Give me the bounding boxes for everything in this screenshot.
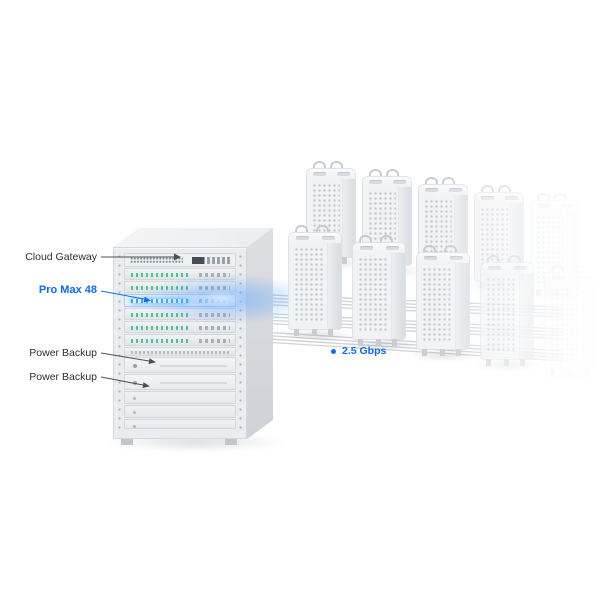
- tower-top: [352, 242, 406, 254]
- label-pro-max-48: Pro Max 48: [38, 284, 97, 296]
- handle-slot: [392, 180, 406, 184]
- label-cloud-gateway: Cloud Gateway: [25, 251, 97, 263]
- rack-foot: [225, 439, 237, 445]
- tower-handle-icon: [316, 225, 329, 234]
- rack-top-face: [113, 228, 273, 247]
- tower-handle-icon: [386, 169, 399, 178]
- tower-foot: [312, 329, 317, 336]
- rack-unit-patch: [124, 347, 236, 356]
- tower: [298, 161, 368, 269]
- tower-foot: [422, 349, 427, 356]
- tower-body: [306, 179, 356, 258]
- rack-rail-left: [117, 252, 122, 430]
- vent-perforation: [294, 247, 325, 323]
- tower-foot: [376, 339, 381, 346]
- rack-foot: [121, 439, 133, 445]
- vent-perforation: [358, 257, 389, 333]
- handle-slot: [295, 236, 309, 240]
- tower-body: [288, 243, 342, 330]
- leader-line-cloud-gateway: [101, 253, 181, 261]
- handle-slot: [321, 236, 335, 240]
- tower-foot: [392, 339, 397, 346]
- tower-foot: [342, 257, 347, 264]
- label-power-backup-2: Power Backup: [29, 371, 97, 383]
- leader-line-power-backup-2: [100, 376, 150, 388]
- handle-slot: [368, 180, 382, 184]
- tower: [280, 225, 354, 341]
- tower-foot: [294, 329, 299, 336]
- tower-handle-icon: [359, 235, 372, 244]
- leader-line-pro-max: [100, 290, 151, 303]
- rack-side-face: [247, 228, 273, 439]
- rack-unit-blank: [124, 405, 236, 418]
- tower-foot: [328, 329, 333, 336]
- tower-handle-icon: [313, 161, 326, 170]
- speed-dot-icon: [331, 348, 336, 354]
- handle-slot: [312, 172, 326, 176]
- rack-unit-switch: [124, 334, 236, 346]
- tower-handle-icon: [380, 235, 393, 244]
- speed-text: 2.5 Gbps: [342, 345, 387, 357]
- tower-side: [342, 179, 355, 257]
- connection-speed-label: 2.5 Gbps: [331, 345, 386, 357]
- rack-unit-blank: [124, 419, 236, 429]
- tower-foot: [358, 339, 363, 346]
- label-power-backup-1: Power Backup: [29, 347, 97, 359]
- leader-line-power-backup-1: [100, 352, 156, 364]
- tower-side: [326, 243, 341, 329]
- handle-slot: [385, 246, 399, 250]
- tower-handle-icon: [295, 225, 308, 234]
- handle-slot: [359, 246, 373, 250]
- handle-slot: [336, 172, 350, 176]
- tower-body: [352, 253, 406, 340]
- rack-unit-blank: [124, 391, 236, 404]
- tower-handle-icon: [369, 169, 382, 178]
- tower-handle-icon: [330, 161, 343, 170]
- tower: [344, 235, 418, 351]
- rack-rail-right: [238, 252, 243, 430]
- tower-side: [390, 253, 405, 339]
